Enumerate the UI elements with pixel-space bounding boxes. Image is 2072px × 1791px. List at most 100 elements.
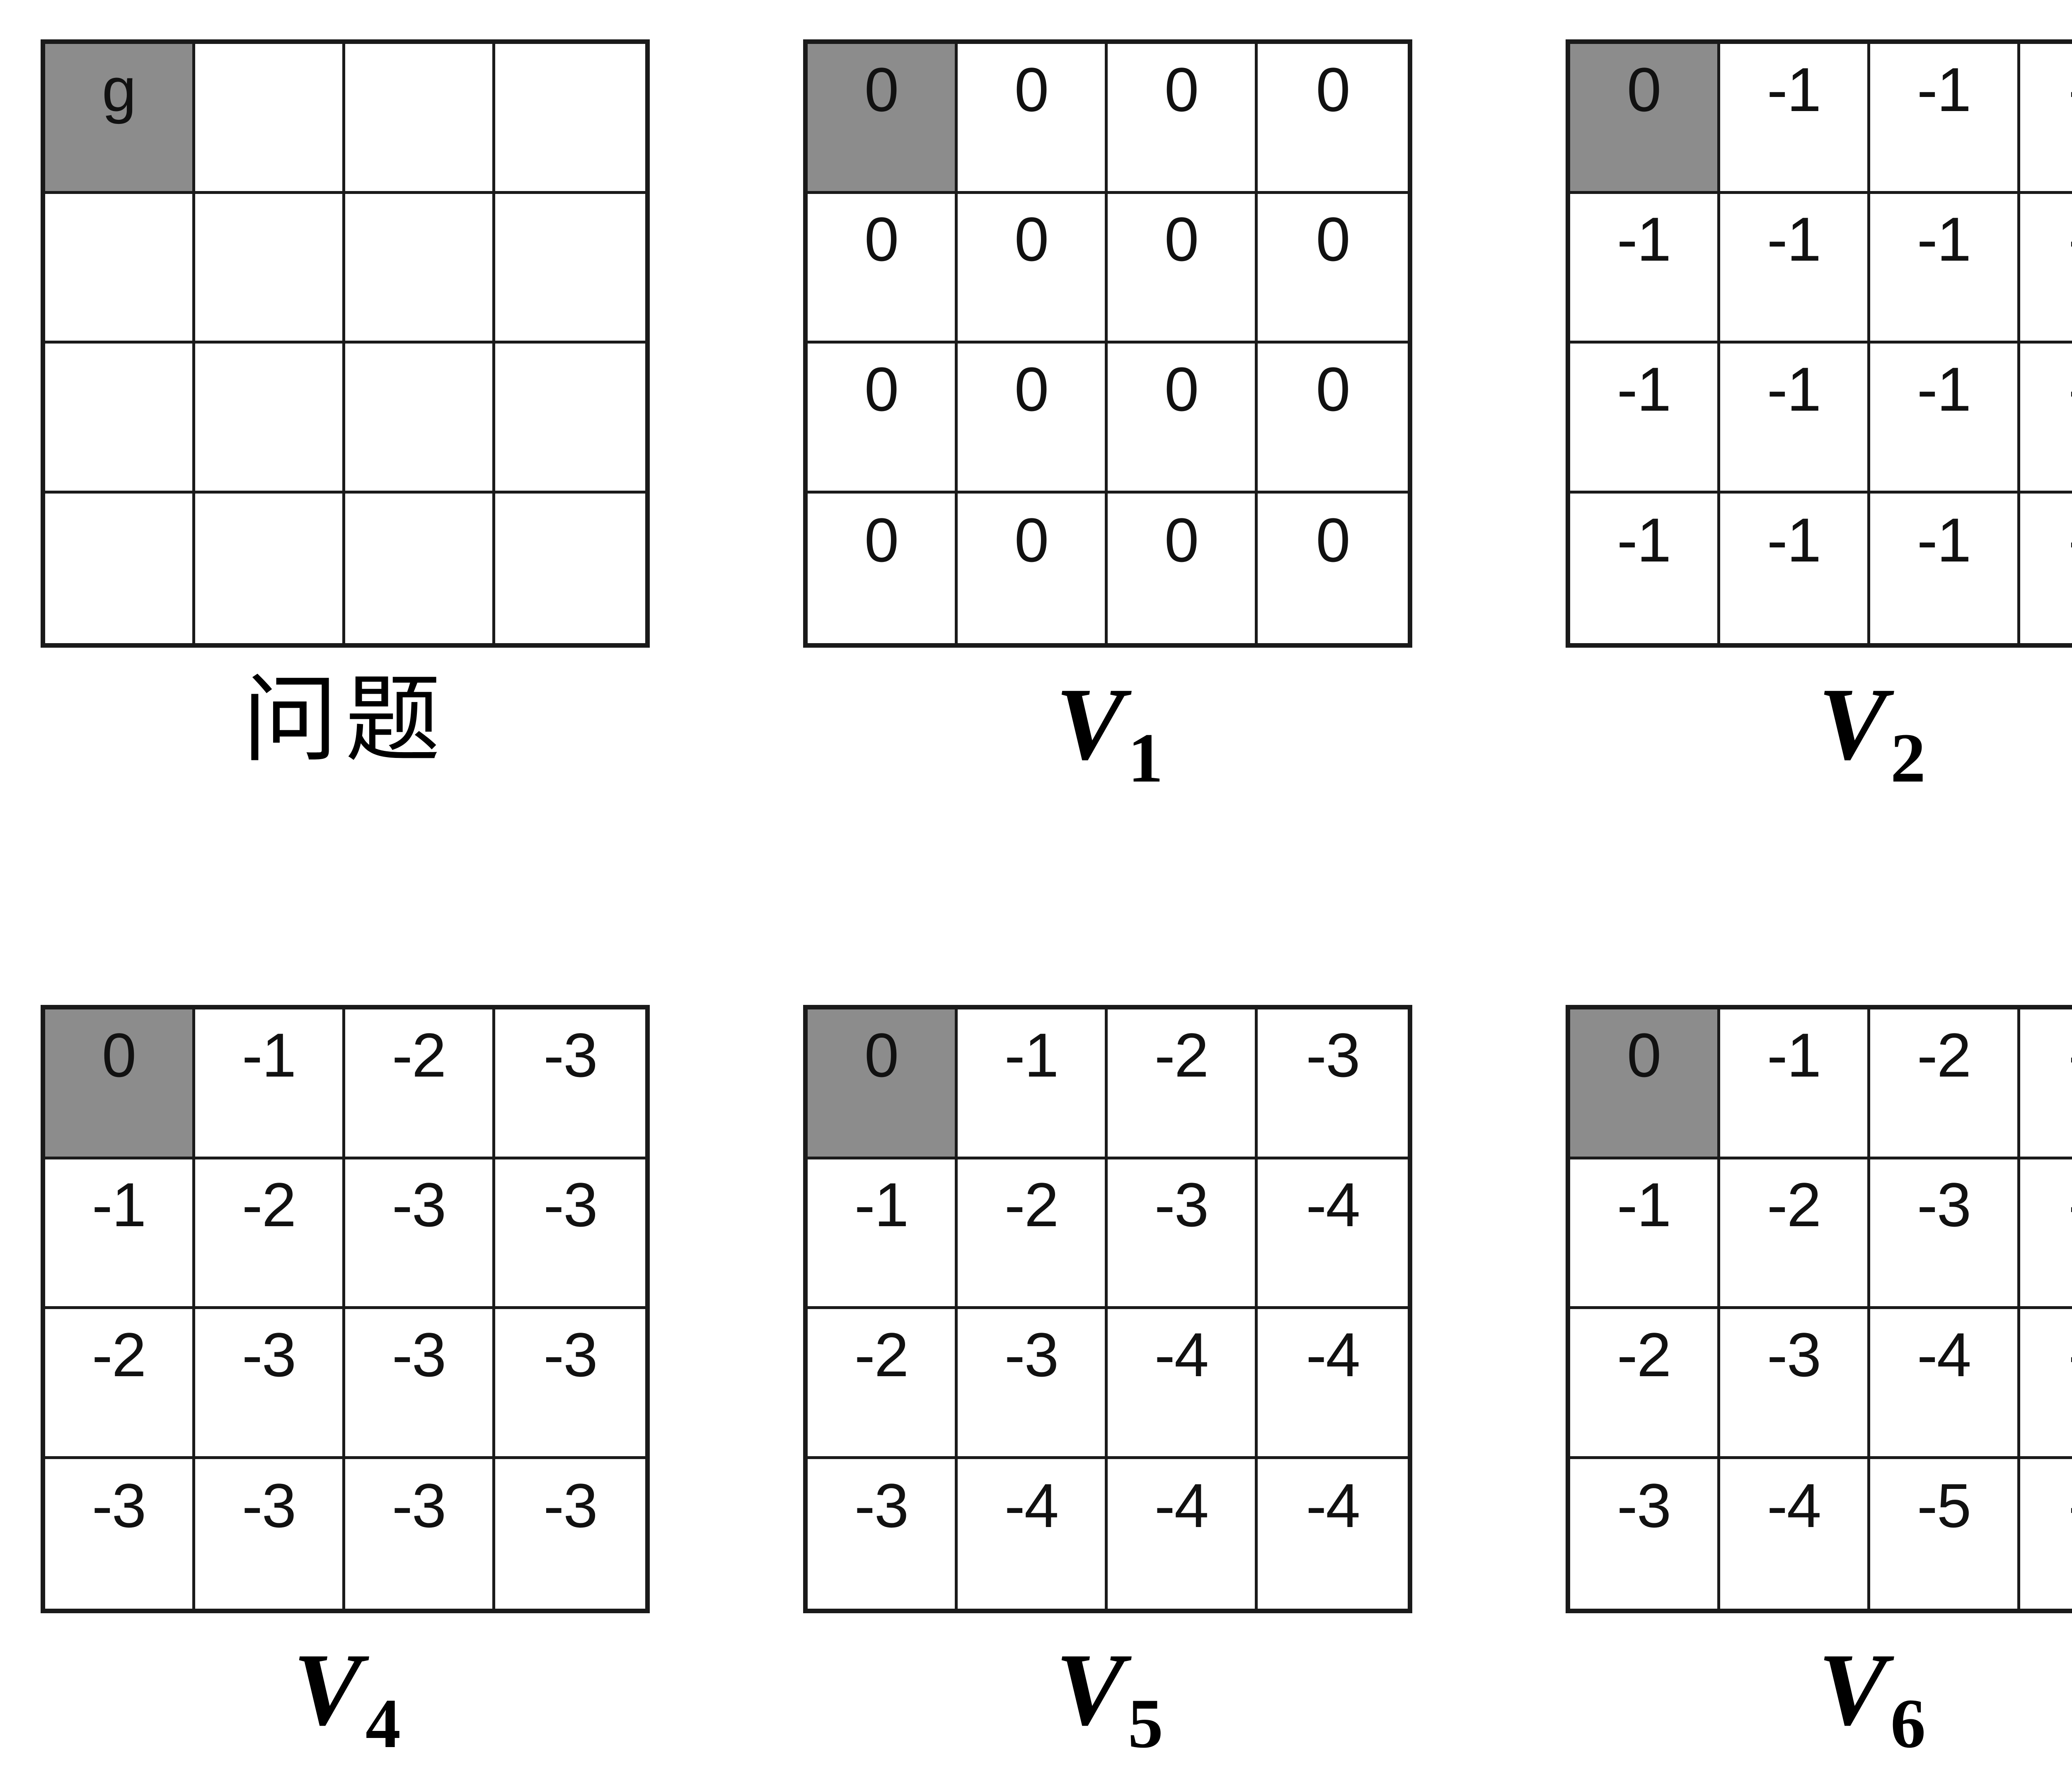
grid-cell[interactable]: 0 xyxy=(1108,44,1258,194)
grid-cell[interactable]: -4 xyxy=(1258,1159,1408,1309)
grid-cell[interactable]: -4 xyxy=(1870,1309,2020,1459)
grid-cell[interactable]: 0 xyxy=(1258,493,1408,643)
grid-cell[interactable]: 0 xyxy=(958,493,1108,643)
grid-cell[interactable]: -4 xyxy=(1258,1309,1408,1459)
grid-cell[interactable]: -3 xyxy=(195,1459,345,1609)
grid-cell[interactable]: -2 xyxy=(1720,1159,1870,1309)
grid-cell[interactable]: -4 xyxy=(1258,1459,1408,1609)
grid-cell[interactable]: 0 xyxy=(45,1009,195,1159)
grid-cell[interactable]: -1 xyxy=(45,1159,195,1309)
grid-cell[interactable]: 0 xyxy=(958,44,1108,194)
grid-cell[interactable] xyxy=(345,44,495,194)
grid-cell[interactable]: -2 xyxy=(958,1159,1108,1309)
grid-cell[interactable]: -3 xyxy=(808,1459,958,1609)
grid-cell[interactable]: -1 xyxy=(1870,344,2020,494)
cell-value: -3 xyxy=(92,1470,146,1540)
grid-cell[interactable]: -3 xyxy=(1570,1459,1720,1609)
cell-value: -3 xyxy=(242,1319,296,1389)
grid-cell[interactable] xyxy=(495,44,645,194)
grid-cell[interactable] xyxy=(495,344,645,494)
grid-cell[interactable]: 0 xyxy=(808,44,958,194)
grid-cell[interactable]: -3 xyxy=(45,1459,195,1609)
grid-cell[interactable]: 0 xyxy=(1108,194,1258,344)
grid-cell[interactable]: -1 xyxy=(1870,194,2020,344)
grid-cell[interactable]: -5 xyxy=(1870,1459,2020,1609)
grid-cell[interactable]: -1 xyxy=(1720,344,1870,494)
grid-cell[interactable]: -1 xyxy=(958,1009,1108,1159)
grid-cell[interactable] xyxy=(195,194,345,344)
grid-cell[interactable]: -1 xyxy=(1720,194,1870,344)
grid-cell[interactable] xyxy=(195,44,345,194)
grid-cell[interactable] xyxy=(345,344,495,494)
grid-cell[interactable]: -1 xyxy=(1870,44,2020,194)
grid-cell[interactable]: -2 xyxy=(195,1159,345,1309)
grid-cell[interactable]: 0 xyxy=(1258,344,1408,494)
grid-cell[interactable]: -1 xyxy=(2020,344,2072,494)
grid-cell[interactable]: -2 xyxy=(345,1009,495,1159)
grid-cell[interactable]: -3 xyxy=(345,1459,495,1609)
grid-cell[interactable]: 0 xyxy=(808,1009,958,1159)
grid-cell[interactable]: -3 xyxy=(195,1309,345,1459)
grid-cell[interactable]: -1 xyxy=(1870,493,2020,643)
grid-cell[interactable]: 0 xyxy=(1258,194,1408,344)
grid-cell[interactable]: -3 xyxy=(495,1309,645,1459)
grid-cell[interactable]: -3 xyxy=(958,1309,1108,1459)
grid-cell[interactable]: -1 xyxy=(2020,44,2072,194)
grid-cell[interactable] xyxy=(345,194,495,344)
cell-value: -4 xyxy=(1917,1319,1971,1389)
grid-cell[interactable]: 0 xyxy=(1570,44,1720,194)
grid-cell[interactable]: 0 xyxy=(958,194,1108,344)
grid-cell[interactable]: -3 xyxy=(1108,1159,1258,1309)
grid-cell[interactable]: -3 xyxy=(1258,1009,1408,1159)
grid-cell[interactable]: -2 xyxy=(808,1309,958,1459)
grid-cell[interactable]: 0 xyxy=(808,344,958,494)
grid-cell[interactable]: -1 xyxy=(1570,493,1720,643)
grid-cell[interactable]: 0 xyxy=(1108,344,1258,494)
grid-cell[interactable]: 0 xyxy=(808,194,958,344)
grid-cell[interactable]: -3 xyxy=(2020,1009,2072,1159)
grid-cell[interactable]: -3 xyxy=(495,1009,645,1159)
grid-cell[interactable]: -4 xyxy=(1720,1459,1870,1609)
grid-cell[interactable] xyxy=(345,493,495,643)
grid-cell[interactable] xyxy=(45,344,195,494)
grid-cell[interactable]: -1 xyxy=(1720,493,1870,643)
grid-cell[interactable]: -3 xyxy=(1720,1309,1870,1459)
grid-cell[interactable]: 0 xyxy=(958,344,1108,494)
grid-cell[interactable]: -1 xyxy=(2020,194,2072,344)
grid-cell[interactable]: -2 xyxy=(1870,1009,2020,1159)
grid-cell[interactable] xyxy=(195,344,345,494)
grid-cell[interactable]: -1 xyxy=(1720,44,1870,194)
grid-cell[interactable] xyxy=(495,194,645,344)
grid-cell[interactable]: -3 xyxy=(345,1309,495,1459)
grid-cell[interactable]: -2 xyxy=(45,1309,195,1459)
grid-cell[interactable]: -1 xyxy=(1570,344,1720,494)
grid-cell[interactable]: -2 xyxy=(1570,1309,1720,1459)
grid-cell[interactable]: -3 xyxy=(1870,1159,2020,1309)
grid-cell[interactable]: -4 xyxy=(1108,1459,1258,1609)
grid-cell[interactable]: -1 xyxy=(808,1159,958,1309)
grid-cell[interactable] xyxy=(45,493,195,643)
grid-cell[interactable]: -2 xyxy=(1108,1009,1258,1159)
grid-cell[interactable]: -5 xyxy=(2020,1459,2072,1609)
grid-cell[interactable]: -4 xyxy=(958,1459,1108,1609)
grid-cell[interactable]: 0 xyxy=(1570,1009,1720,1159)
grid-cell[interactable] xyxy=(195,493,345,643)
grid-cell[interactable]: 0 xyxy=(1108,493,1258,643)
grid-cell[interactable] xyxy=(45,194,195,344)
grid-cell[interactable]: -1 xyxy=(1720,1009,1870,1159)
grid-cell[interactable]: -3 xyxy=(495,1459,645,1609)
grid-cell[interactable]: -1 xyxy=(1570,1159,1720,1309)
grid-cell[interactable]: -3 xyxy=(495,1159,645,1309)
grid-cell[interactable]: -4 xyxy=(1108,1309,1258,1459)
grid-cell[interactable]: -5 xyxy=(2020,1309,2072,1459)
grid-cell[interactable]: -3 xyxy=(345,1159,495,1309)
grid-cell[interactable]: 0 xyxy=(808,493,958,643)
grid-cell[interactable]: -1 xyxy=(195,1009,345,1159)
grid-cell[interactable]: g xyxy=(45,44,195,194)
grid-cell[interactable] xyxy=(495,493,645,643)
grid-cell[interactable]: 0 xyxy=(1258,44,1408,194)
grid-cell[interactable]: -1 xyxy=(1570,194,1720,344)
grid-cell[interactable]: -4 xyxy=(2020,1159,2072,1309)
grid-cell[interactable]: -1 xyxy=(2020,493,2072,643)
